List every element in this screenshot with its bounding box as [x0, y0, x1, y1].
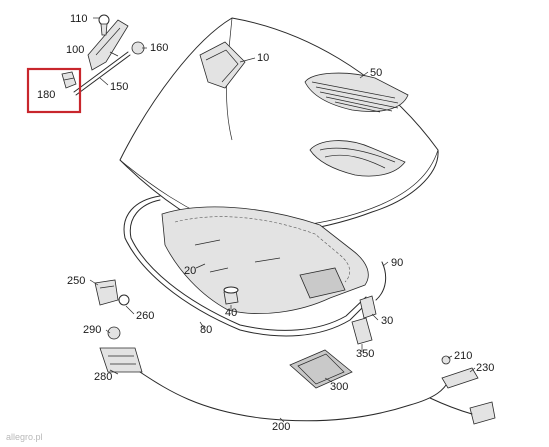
- watermark: allegro.pl: [6, 432, 43, 442]
- leader-lines: [89, 17, 476, 423]
- label-160: 160: [150, 42, 168, 54]
- hood-support-90: [375, 261, 387, 301]
- label-110: 110: [70, 13, 88, 25]
- label-290: 290: [83, 324, 101, 336]
- label-80: 80: [200, 324, 212, 336]
- release-handle-230: [429, 355, 496, 425]
- hood-stop-30: [359, 295, 377, 319]
- hood-insulation-mat: [161, 206, 369, 314]
- label-40: 40: [225, 307, 237, 319]
- label-260: 260: [136, 310, 154, 322]
- label-230: 230: [476, 362, 494, 374]
- label-210: 210: [454, 350, 472, 362]
- label-90: 90: [391, 257, 403, 269]
- label-10: 10: [257, 52, 269, 64]
- hood-panel: [119, 17, 439, 237]
- label-30: 30: [381, 315, 393, 327]
- release-cable-200: [139, 371, 451, 422]
- hood-bracket-350: [351, 317, 373, 345]
- label-180: 180: [37, 89, 55, 101]
- label-300: 300: [330, 381, 348, 393]
- label-50: 50: [370, 67, 382, 79]
- label-200: 200: [272, 421, 290, 433]
- hood-buffer-40: [223, 286, 239, 305]
- label-100: 100: [66, 44, 84, 56]
- hood-lock-250: [94, 279, 130, 306]
- label-350: 350: [356, 348, 374, 360]
- hood-latch-280: [99, 326, 143, 373]
- label-20: 20: [184, 265, 196, 277]
- hood-vent-grille: [304, 72, 409, 113]
- part-labels: 110 100 160 10 50 180 150 90 20 250 40 2…: [37, 13, 494, 433]
- highlight-frame-180: [26, 67, 82, 114]
- cover-plate-300: [289, 349, 353, 389]
- label-150: 150: [110, 81, 128, 93]
- hood-seal: [123, 195, 371, 337]
- hood-hinge-assembly: [73, 14, 145, 96]
- hood-clip-180: [61, 71, 77, 89]
- label-250: 250: [67, 275, 85, 287]
- label-280: 280: [94, 371, 112, 383]
